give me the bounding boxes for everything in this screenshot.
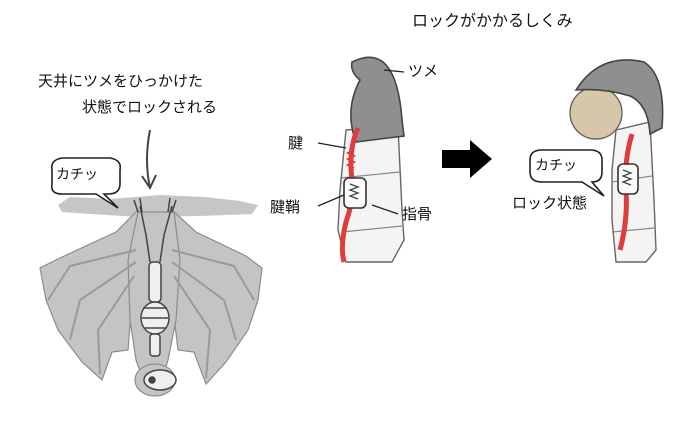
caption-line-2: 状態でロックされる — [82, 98, 217, 116]
caption-line-1: 天井にツメをひっかけた — [38, 72, 203, 90]
label-tendon-sheath: 腱鞘 — [270, 198, 300, 216]
bubble-left-text: カチッ — [56, 166, 98, 184]
diagram-title: ロックがかかるしくみ — [412, 12, 573, 30]
label-tendon: 腱 — [288, 134, 303, 152]
right-arrow — [442, 140, 492, 178]
pointer-arrow — [142, 130, 156, 188]
finger-mechanism — [338, 57, 404, 262]
label-claw: ツメ — [408, 62, 438, 80]
tendon-sheath-shape — [344, 178, 366, 208]
grip-pad — [570, 87, 622, 139]
bubble-right-text: カチッ — [535, 157, 577, 175]
label-locked-state: ロック状態 — [512, 194, 587, 212]
label-phalanx: 指骨 — [402, 205, 432, 223]
